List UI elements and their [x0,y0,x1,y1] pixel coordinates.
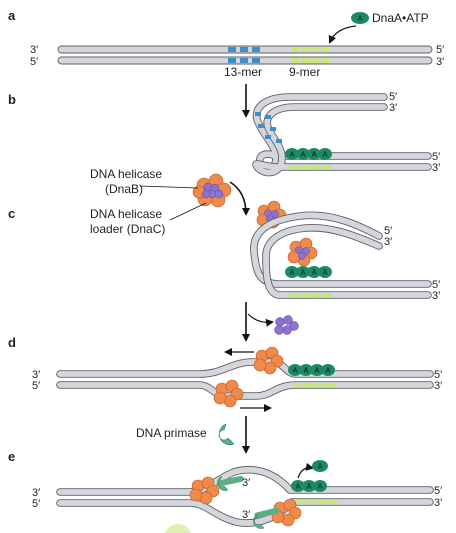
looped-duplex-c [250,211,432,299]
end-5-b-top: 5′ [389,91,397,103]
end-5-d-right: 5′ [434,369,442,381]
released-dnaa: A [312,460,328,472]
end-5-e-left: 5′ [32,498,40,510]
panel-c: c DNA helicase loader (DnaC) A A A A 5′ [8,200,440,302]
dnaa-complex-c: A A A A [285,266,332,278]
helicase-label: DNA helicase [90,167,162,181]
svg-text:A: A [323,152,328,159]
primer-3-top: 3′ [242,477,250,489]
primase-label: DNA primase [136,426,207,440]
svg-text:A: A [323,270,328,277]
mer9-b [290,165,332,169]
end-3-c-right: 3′ [432,290,440,302]
end-3-c-top: 3′ [384,236,392,248]
end-3-e-right: 3′ [434,497,442,509]
dnaa-complex-b: A A A A [285,148,332,160]
mer13-region [228,47,260,63]
svg-text:A: A [358,16,363,23]
end-3-d-right: 3′ [434,380,442,392]
helicase-sub-label: (DnaB) [105,182,143,196]
mer9-e [296,500,338,504]
mer9-region [291,47,329,63]
panel-label-e: e [8,449,15,464]
end-5-c-right: 5′ [432,279,440,291]
helicase-bottom-d [213,379,244,408]
mer13-label: 13-mer [224,65,262,79]
end-5-d-left: 5′ [32,380,40,392]
dnaa-complex-d: A A A A [288,364,335,376]
helicase-loader-complex [192,173,232,208]
loader-label: DNA helicase [90,207,162,221]
panel-d: d A A A A 3′ 5′ 5′ 3′ [8,335,442,412]
svg-text:A: A [304,368,309,375]
panel-label-b: b [8,92,16,107]
end-3-d-left: 3′ [32,369,40,381]
panel-label-c: c [8,206,15,221]
loader-leader-line [169,202,207,221]
panel-label-a: a [8,8,16,23]
helicase-leader-line [139,185,199,189]
end-3-b-top: 3′ [389,102,397,114]
svg-text:A: A [318,484,323,491]
primase-bound-top [217,475,229,491]
dnaa-complex-e: A A A [291,480,327,492]
panel-a: a 3′ 5′ 5′ 3′ 13-mer 9-mer A DnaA•ATP [8,8,444,79]
primase-bound-bottom [253,513,265,529]
dnaa-release-arrow [297,462,314,479]
panel-label-d: d [8,335,16,350]
svg-text:A: A [290,270,295,277]
end-5-e-right: 5′ [434,485,442,497]
helicase-loader-on-strand-c [287,237,318,267]
panel-e: e 3′ 3′ A A A A [8,449,442,533]
end-5-c-top: 5′ [384,225,392,237]
end-5-bottom-left: 5′ [30,56,38,68]
rna-primer-bottom [254,507,280,519]
primase-icon [218,423,235,446]
helicase-left-e [189,476,220,505]
partial-primase-bottom [164,524,192,533]
end-5-top-right: 5′ [436,44,444,56]
svg-text:A: A [307,484,312,491]
bubble-duplex-d [56,358,434,400]
dnaa-binding-arrow [328,25,357,44]
mer9-d [293,383,335,387]
end-3-e-left: 3′ [32,487,40,499]
svg-text:A: A [296,484,301,491]
end-3-b-right: 3′ [432,162,440,174]
svg-text:A: A [290,152,295,159]
mer9-c [290,293,332,297]
svg-text:A: A [301,270,306,277]
end-3-top-left: 3′ [30,44,38,56]
end-3-bottom-right: 3′ [436,56,444,68]
helicase-top-d [253,346,284,375]
svg-text:A: A [301,152,306,159]
mer9-label: 9-mer [289,65,320,79]
dnaa-atp-label: DnaA•ATP [372,11,429,25]
dnaa-protein-icon [351,12,369,24]
dnaa-atp-key: A DnaA•ATP [351,11,429,25]
primer-3-bottom: 3′ [242,509,250,521]
loader-dnac [201,182,224,199]
loader-release-arrow [247,313,274,327]
released-loader-dnac [274,315,299,335]
svg-text:A: A [318,464,323,471]
step-arrow-b-c [229,181,250,216]
rna-primer-top [218,475,244,487]
loader-sub-label: loader (DnaC) [90,222,165,236]
svg-text:A: A [326,368,331,375]
end-5-b-right: 5′ [432,151,440,163]
svg-text:A: A [293,368,298,375]
svg-text:A: A [312,270,317,277]
mer13-melted-b [255,112,282,143]
looped-duplex-b [252,93,432,177]
svg-text:A: A [315,368,320,375]
svg-text:A: A [312,152,317,159]
panel-b: b A A A A 5′ 3′ 5′ 3′ [8,91,440,177]
